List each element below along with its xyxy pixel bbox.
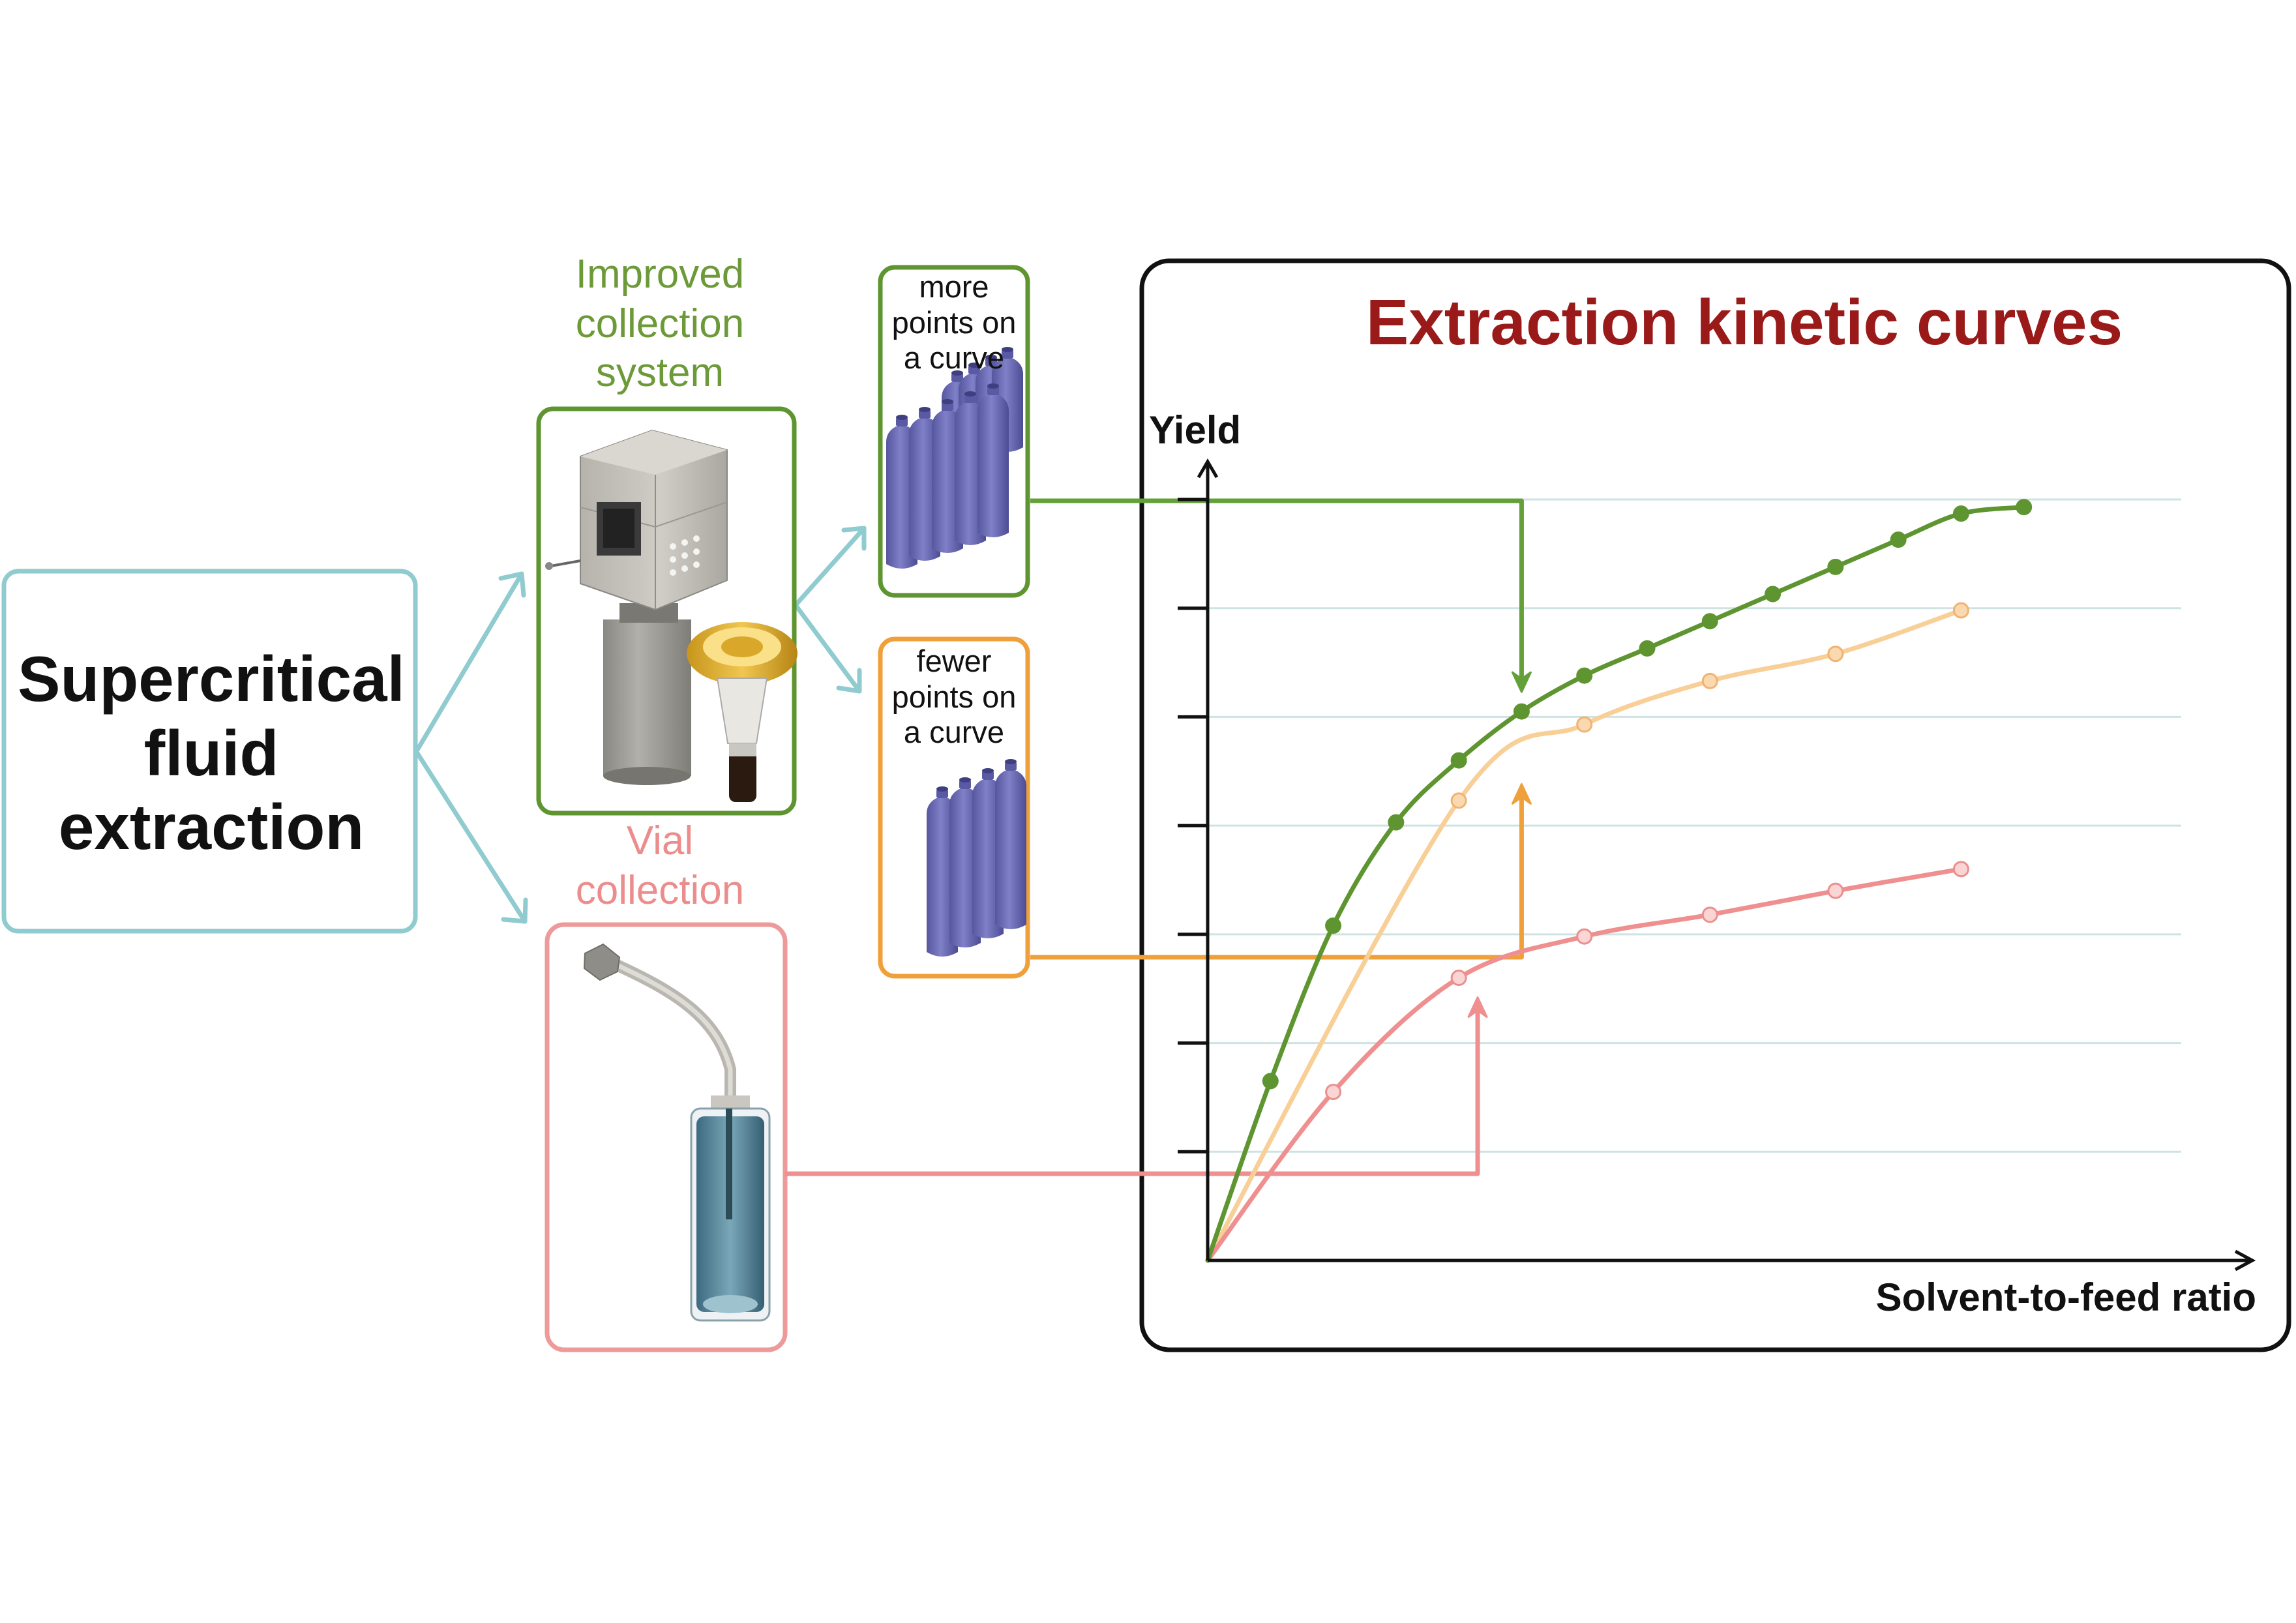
tubes-fewer [927, 759, 1026, 957]
data-point [1701, 613, 1718, 630]
collection-device-illustration [545, 429, 798, 802]
more-points-label: more points on a curve [880, 269, 1028, 376]
y-axis-label: Yield [1149, 408, 1242, 452]
improved-label-line3: system [595, 350, 724, 396]
chart-panel [1139, 258, 2291, 1352]
data-point [1576, 928, 1593, 945]
series-0 [1205, 499, 2033, 1263]
tubes-more [886, 347, 1023, 569]
data-point [1513, 703, 1530, 720]
improved-label-line2: collection [575, 301, 745, 346]
arrow-to-more [793, 526, 867, 608]
more-points-line2: points on [891, 305, 1017, 340]
chart-series [1205, 499, 2033, 1263]
fewer-points-line1: fewer [916, 644, 992, 678]
improved-label: Improved collection system [529, 250, 790, 398]
fewer-points-line2: points on [891, 679, 1017, 714]
data-point [1450, 792, 1467, 809]
series-1 [1205, 602, 1969, 1263]
data-point [1639, 640, 1656, 657]
fewer-points-label: fewer points on a curve [880, 644, 1028, 751]
x-axis-label: Solvent-to-feed ratio [1875, 1275, 2256, 1319]
data-point [1325, 917, 1342, 934]
connector-improved-arrowhead [1511, 671, 1532, 693]
connector-vial [785, 1005, 1480, 1176]
x-axis-arrowhead [2234, 1249, 2256, 1272]
arrow-to-vial [415, 751, 528, 924]
arrow-to-fewer-head [836, 668, 862, 694]
connector-vial-arrowhead [1467, 996, 1488, 1019]
chart-axes [1178, 458, 2256, 1272]
connector-fewer-arrowhead [1511, 782, 1532, 805]
data-point [1701, 906, 1718, 923]
data-point [1952, 861, 1969, 878]
arrow-to-improved [415, 571, 524, 752]
data-point [1827, 882, 1844, 899]
sfe-label-line1: Supercritical [18, 643, 405, 715]
vial-label-line2: collection [575, 867, 745, 913]
fewer-points-line3: a curve [903, 715, 1005, 750]
y-axis-arrowhead [1197, 458, 1219, 479]
data-point [1576, 716, 1593, 733]
arrow-to-more-head [841, 526, 867, 551]
arrow-to-vial-head [501, 897, 528, 924]
sfe-label-line3: extraction [58, 791, 365, 863]
data-point [1701, 672, 1718, 689]
arrow-to-improved-head [498, 571, 526, 598]
sfe-label-line2: fluid [143, 717, 279, 789]
data-point [1890, 531, 1907, 548]
data-point [2016, 499, 2033, 516]
data-point [1827, 558, 1844, 575]
data-point [1450, 752, 1467, 769]
connector-fewer [1030, 792, 1524, 960]
data-point [1952, 505, 1969, 522]
more-points-line3: a curve [903, 340, 1005, 376]
series-line [1205, 505, 2027, 1263]
sfe-label: Supercritical fluid extraction [0, 642, 423, 865]
vial-label-line1: Vial [626, 818, 694, 863]
vial-illustration [583, 943, 771, 1322]
chart-title: Extraction kinetic curves [1365, 286, 2123, 358]
improved-label-line1: Improved [575, 252, 745, 297]
more-points-line1: more [919, 269, 989, 304]
collection-tube [977, 383, 1009, 537]
data-point [1388, 814, 1405, 831]
data-point [1765, 586, 1782, 603]
data-point [1576, 667, 1593, 684]
data-point [1827, 646, 1844, 663]
data-point [1450, 970, 1467, 987]
sfe-branch-arrows [415, 526, 867, 924]
data-point [1325, 1084, 1342, 1101]
series-2 [1205, 861, 1969, 1263]
vial-label: Vial collection [529, 816, 790, 915]
data-point [1952, 602, 1969, 619]
arrow-to-fewer [793, 603, 862, 694]
sfe-box [1, 569, 418, 934]
collection-tube [995, 759, 1026, 929]
data-point [1262, 1073, 1279, 1090]
